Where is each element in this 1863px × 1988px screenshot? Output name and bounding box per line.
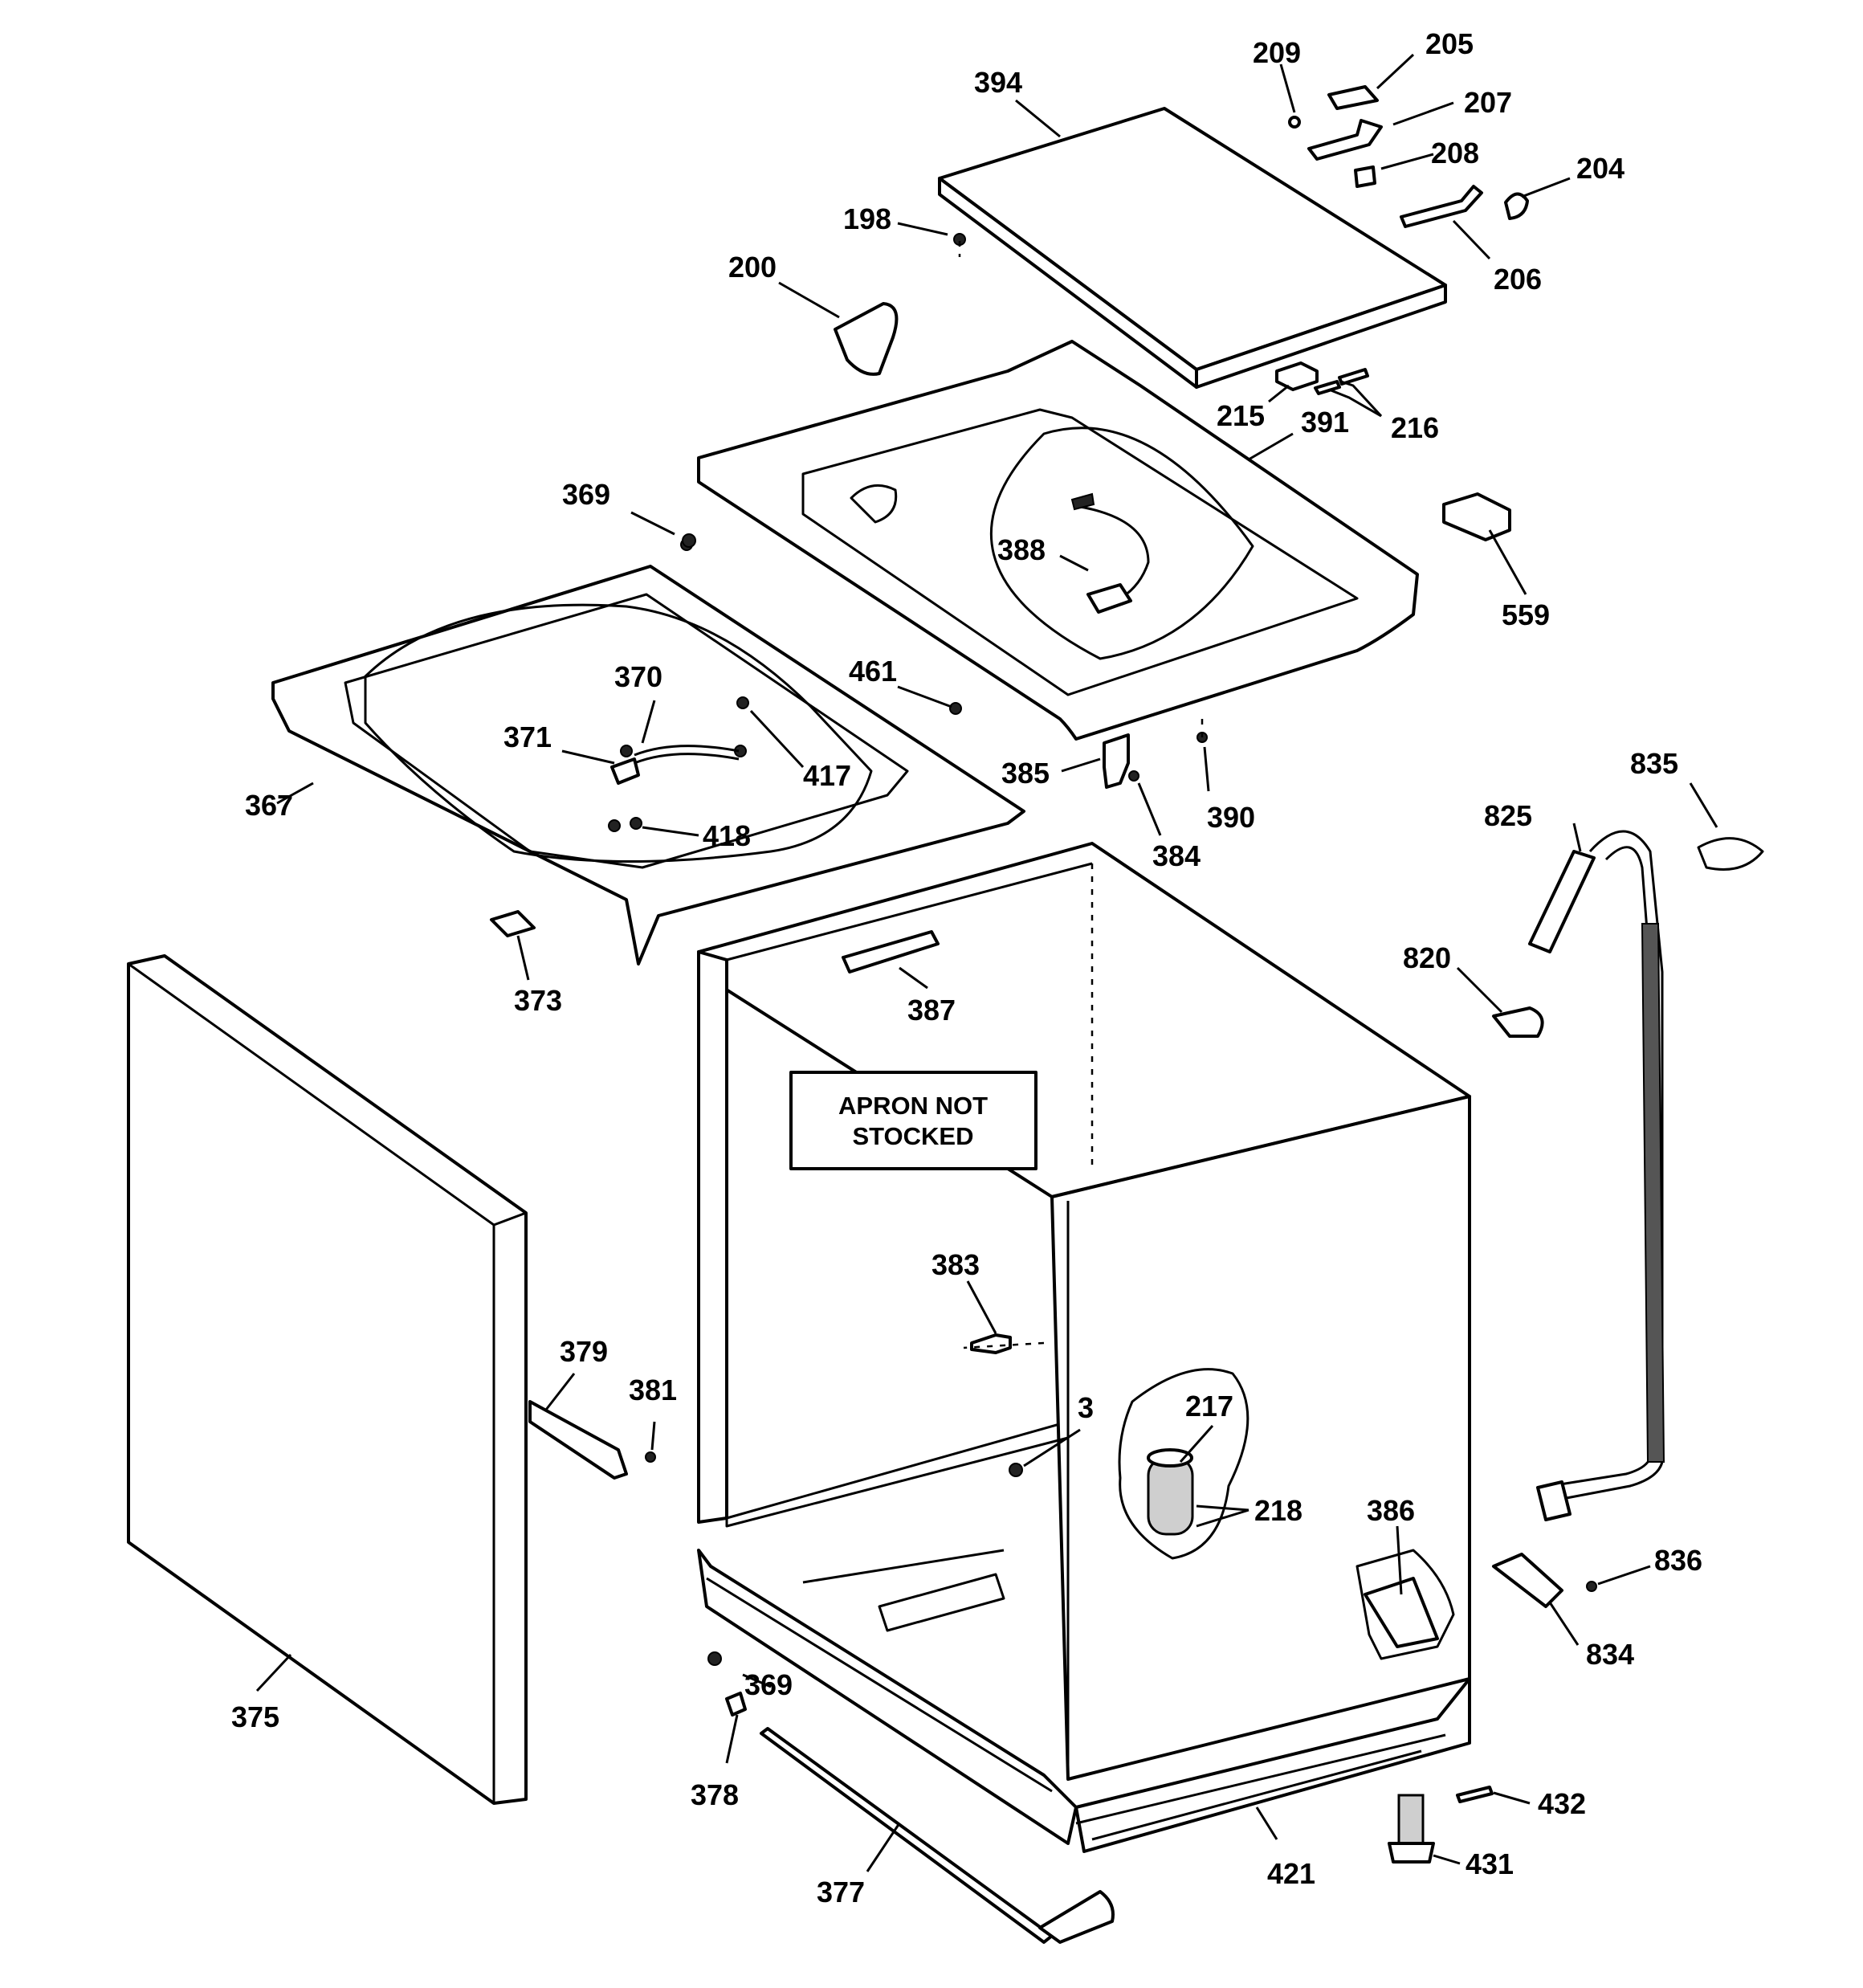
callout-373: 373 <box>514 984 562 1017</box>
callout-391: 391 <box>1301 406 1349 439</box>
callout-206: 206 <box>1494 263 1542 296</box>
callout-834: 834 <box>1586 1638 1634 1671</box>
callout-3: 3 <box>1078 1391 1094 1424</box>
callout-559: 559 <box>1502 598 1550 631</box>
pin-432 <box>1456 1786 1494 1803</box>
note-line-1: APRON NOT <box>838 1092 988 1120</box>
callout-820: 820 <box>1403 941 1451 974</box>
pin-383 <box>970 1333 1012 1354</box>
callout-461: 461 <box>849 655 897 688</box>
callout-825: 825 <box>1484 799 1532 832</box>
trim-387 <box>842 930 940 974</box>
callout-204: 204 <box>1576 152 1625 185</box>
callout-367: 367 <box>245 789 293 822</box>
callout-421: 421 <box>1267 1857 1315 1890</box>
lid-394 <box>938 107 1447 389</box>
callout-215: 215 <box>1217 399 1265 432</box>
callout-377: 377 <box>817 1876 865 1908</box>
callout-394: 394 <box>974 66 1022 99</box>
screw-836 <box>1586 1581 1597 1592</box>
top-cover-391 <box>697 340 1419 741</box>
screw-418 <box>630 817 642 830</box>
cabinet-top-frame-367 <box>271 538 1025 965</box>
lid-switch-hardware <box>953 85 1529 246</box>
clip-373 <box>490 910 536 937</box>
screw-369-top <box>682 533 696 548</box>
callout-385: 385 <box>1001 757 1050 790</box>
drain-hose-825 <box>1528 830 1665 1521</box>
callout-375: 375 <box>231 1700 279 1733</box>
callout-207: 207 <box>1464 86 1512 119</box>
callout-371: 371 <box>503 720 552 753</box>
part-callouts: 394 209 205 207 208 204 206 198 200 215 … <box>231 27 1702 1908</box>
note-line-2: STOCKED <box>852 1122 973 1150</box>
callout-418: 418 <box>703 819 751 852</box>
leader-lines <box>255 53 1718 1872</box>
callout-431: 431 <box>1466 1847 1514 1880</box>
callout-208: 208 <box>1431 137 1479 169</box>
callout-370: 370 <box>614 660 662 693</box>
leveling-leg-431 <box>1388 1794 1435 1863</box>
apron-not-stocked-note: APRON NOT STOCKED <box>789 1071 1037 1170</box>
callout-836: 836 <box>1654 1544 1702 1577</box>
callout-387: 387 <box>907 994 956 1027</box>
callout-378: 378 <box>691 1778 739 1811</box>
callout-386: 386 <box>1367 1494 1415 1527</box>
lid-handle-200 <box>834 302 899 376</box>
hose-bracket-834 <box>1492 1553 1563 1608</box>
bracket-detail-386 <box>1355 1549 1455 1660</box>
callout-218: 218 <box>1254 1494 1302 1527</box>
hose-clip-820 <box>1492 1006 1544 1038</box>
rear-leg-bar-377 <box>760 1727 1115 1944</box>
callout-383: 383 <box>932 1248 980 1281</box>
callout-369-top: 369 <box>562 478 610 511</box>
callout-835: 835 <box>1630 747 1678 780</box>
hose-clamp-835 <box>1697 837 1764 871</box>
rail-379 <box>528 1400 656 1480</box>
screw-369-bottom <box>707 1651 722 1666</box>
callout-369-bottom: 369 <box>744 1668 793 1701</box>
callout-417: 417 <box>803 759 851 792</box>
lid-switch-559 <box>1442 492 1511 541</box>
callout-216: 216 <box>1391 411 1439 444</box>
screw-417 <box>736 696 749 709</box>
callout-200: 200 <box>728 251 777 284</box>
washer-cabinet <box>697 842 1471 1853</box>
callout-432: 432 <box>1538 1787 1586 1820</box>
hinge-bracket-385 <box>949 702 1208 789</box>
callout-379: 379 <box>560 1335 608 1368</box>
callout-209: 209 <box>1253 36 1301 69</box>
callout-198: 198 <box>843 202 891 235</box>
front-panel-375 <box>127 954 528 1805</box>
bumper-215-and-screws-216 <box>1275 361 1369 395</box>
callout-384: 384 <box>1152 839 1201 872</box>
callout-205: 205 <box>1425 27 1474 60</box>
callout-217: 217 <box>1185 1390 1233 1423</box>
clip-3 <box>1009 1463 1023 1477</box>
callout-390: 390 <box>1207 801 1255 834</box>
callout-381: 381 <box>629 1374 677 1406</box>
glide-378 <box>725 1692 747 1717</box>
strap-370-clip-371 <box>610 745 740 785</box>
callout-388: 388 <box>997 533 1046 566</box>
